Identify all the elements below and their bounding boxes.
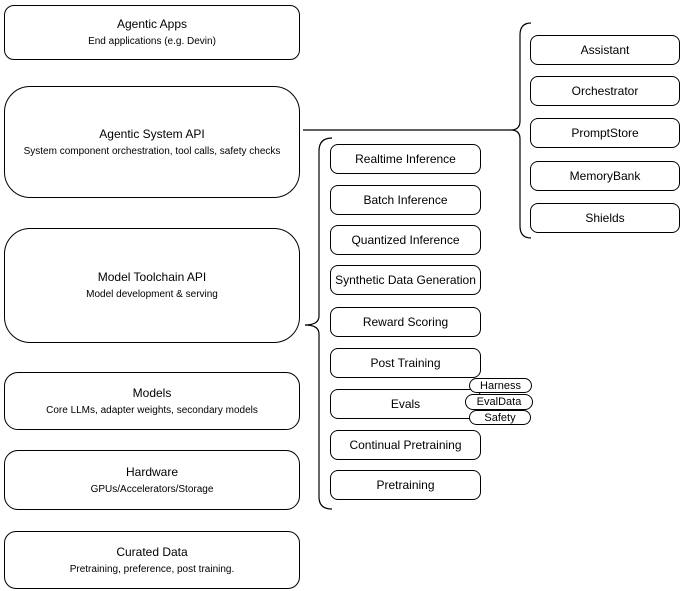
toolchain-item-label: Evals bbox=[390, 397, 421, 411]
box-agentic-apps: Agentic Apps End applications (e.g. Devi… bbox=[4, 5, 300, 60]
curated-data-title: Curated Data bbox=[116, 544, 188, 559]
system-component-assistant: Assistant bbox=[530, 35, 680, 65]
box-curated-data: Curated Data Pretraining, preference, po… bbox=[4, 531, 300, 589]
model-toolchain-api-subtitle: Model development & serving bbox=[86, 289, 218, 300]
system-components-brace bbox=[510, 22, 532, 239]
toolchain-item-batch-inference: Batch Inference bbox=[330, 185, 481, 215]
system-component-shields: Shields bbox=[530, 203, 680, 233]
box-model-toolchain-api: Model Toolchain API Model development & … bbox=[4, 228, 300, 343]
toolchain-item-label: Synthetic Data Generation bbox=[335, 273, 476, 287]
system-component-memorybank: MemoryBank bbox=[530, 161, 680, 191]
eval-tag-evaldata: EvalData bbox=[465, 394, 533, 410]
toolchain-item-continual-pretraining: Continual Pretraining bbox=[330, 430, 481, 460]
curated-data-subtitle: Pretraining, preference, post training. bbox=[69, 563, 235, 575]
toolchain-item-label: Reward Scoring bbox=[362, 315, 449, 329]
models-title: Models bbox=[132, 385, 172, 400]
eval-tag-label: Harness bbox=[480, 379, 521, 392]
system-component-orchestrator: Orchestrator bbox=[530, 76, 680, 106]
eval-tag-label: EvalData bbox=[476, 396, 522, 408]
eval-tag-safety: Safety bbox=[469, 410, 531, 425]
toolchain-item-label: Quantized Inference bbox=[351, 233, 460, 247]
toolchain-item-quantized-inference: Quantized Inference bbox=[330, 225, 481, 255]
toolchain-item-pretraining: Pretraining bbox=[330, 470, 481, 500]
agentic-apps-title: Agentic Apps bbox=[116, 17, 188, 31]
system-component-label: Shields bbox=[585, 211, 625, 225]
box-models: Models Core LLMs, adapter weights, secon… bbox=[4, 372, 300, 430]
system-component-label: PromptStore bbox=[571, 126, 639, 140]
agentic-system-api-title: Agentic System API bbox=[99, 126, 205, 141]
box-agentic-system-api: Agentic System API System component orch… bbox=[4, 86, 300, 198]
toolchain-item-realtime-inference: Realtime Inference bbox=[330, 144, 481, 174]
toolchain-item-evals: Evals bbox=[330, 389, 481, 419]
toolchain-item-post-training: Post Training bbox=[330, 348, 481, 378]
hardware-title: Hardware bbox=[125, 464, 179, 479]
system-component-label: MemoryBank bbox=[569, 169, 641, 183]
eval-tag-label: Safety bbox=[484, 411, 516, 424]
system-component-label: Assistant bbox=[580, 43, 630, 57]
hardware-subtitle: GPUs/Accelerators/Storage bbox=[90, 483, 214, 495]
toolchain-brace bbox=[304, 137, 333, 510]
eval-tag-harness: Harness bbox=[469, 378, 532, 393]
models-subtitle: Core LLMs, adapter weights, secondary mo… bbox=[46, 404, 258, 416]
box-hardware: Hardware GPUs/Accelerators/Storage bbox=[4, 450, 300, 510]
agentic-system-api-subtitle: System component orchestration, tool cal… bbox=[23, 145, 281, 157]
toolchain-item-label: Pretraining bbox=[376, 478, 435, 492]
toolchain-item-reward-scoring: Reward Scoring bbox=[330, 307, 481, 337]
toolchain-item-label: Batch Inference bbox=[363, 193, 448, 207]
toolchain-item-label: Post Training bbox=[370, 356, 441, 370]
toolchain-item-label: Continual Pretraining bbox=[349, 438, 462, 452]
toolchain-item-label: Realtime Inference bbox=[355, 152, 456, 166]
system-component-label: Orchestrator bbox=[571, 84, 639, 98]
model-toolchain-api-title: Model Toolchain API bbox=[97, 270, 207, 284]
system-component-promptstore: PromptStore bbox=[530, 118, 680, 148]
toolchain-item-synthetic-data-generation: Synthetic Data Generation bbox=[330, 265, 481, 295]
agentic-apps-subtitle: End applications (e.g. Devin) bbox=[88, 36, 216, 47]
